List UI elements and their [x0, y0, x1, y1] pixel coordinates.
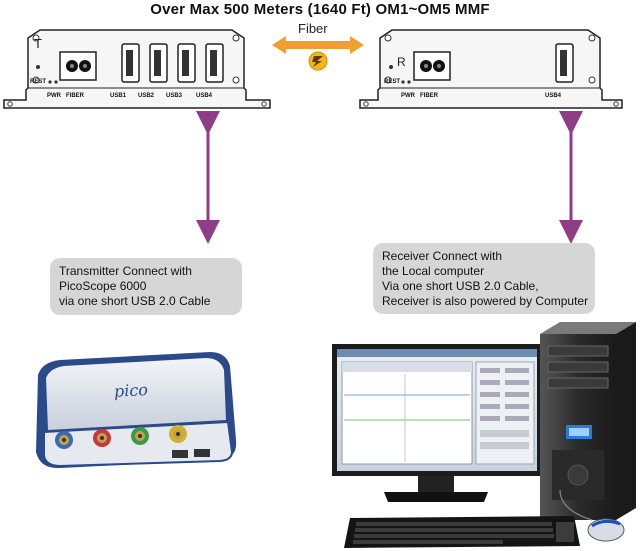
receiver-device	[359, 29, 623, 109]
probe-connector-icons	[55, 425, 187, 449]
transmitter-usb3-label: USB3	[166, 93, 183, 99]
receiver-pwr-label: PWR	[401, 93, 415, 99]
callout-line: Receiver Connect with	[382, 249, 503, 263]
keyboard-image	[344, 516, 580, 548]
callout-line: the Local computer	[382, 264, 485, 278]
transmitter-usb4-label: USB4	[196, 93, 213, 99]
transmitter-fiber-label: FIBER	[66, 93, 84, 99]
transmitter-rest-label: REST	[30, 79, 47, 85]
diagram-title: Over Max 500 Meters (1640 Ft) OM1~OM5 MM…	[150, 1, 490, 18]
callout-line: via one short USB 2.0 Cable	[59, 294, 211, 308]
receiver-usb4-label: USB4	[545, 93, 562, 99]
transmitter-usb2-label: USB2	[138, 93, 155, 99]
fiber-double-arrow	[272, 36, 364, 71]
transmitter-device	[3, 29, 271, 109]
fiber-port-icon	[59, 51, 97, 81]
receiver-letter: R	[397, 55, 406, 69]
callout-line: Receiver is also powered by Computer	[382, 294, 589, 308]
transmitter-pwr-label: PWR	[47, 93, 61, 99]
pico-brand-logo: pico	[113, 380, 148, 401]
transmitter-usb1-label: USB1	[110, 93, 127, 99]
pc-tower-image	[540, 322, 636, 520]
receiver-callout: Receiver Connect with the Local computer…	[373, 243, 595, 314]
monitor-image	[332, 344, 542, 502]
picoscope-image: pico	[36, 352, 237, 469]
fiber-link-label: Fiber	[298, 21, 328, 36]
mouse-image	[559, 489, 625, 542]
callout-line: Transmitter Connect with	[59, 264, 192, 278]
transmitter-callout: Transmitter Connect with PicoScope 6000 …	[50, 258, 242, 315]
transmitter-letter: T	[34, 36, 42, 51]
fiber-port-icon	[413, 51, 451, 81]
usb-port-icon	[121, 43, 224, 83]
callout-line: Via one short USB 2.0 Cable,	[382, 279, 539, 293]
callout-line: PicoScope 6000	[59, 279, 147, 293]
usb-port-icon	[555, 43, 574, 83]
receiver-rest-label: REST	[384, 79, 401, 85]
receiver-fiber-label: FIBER	[420, 93, 438, 99]
